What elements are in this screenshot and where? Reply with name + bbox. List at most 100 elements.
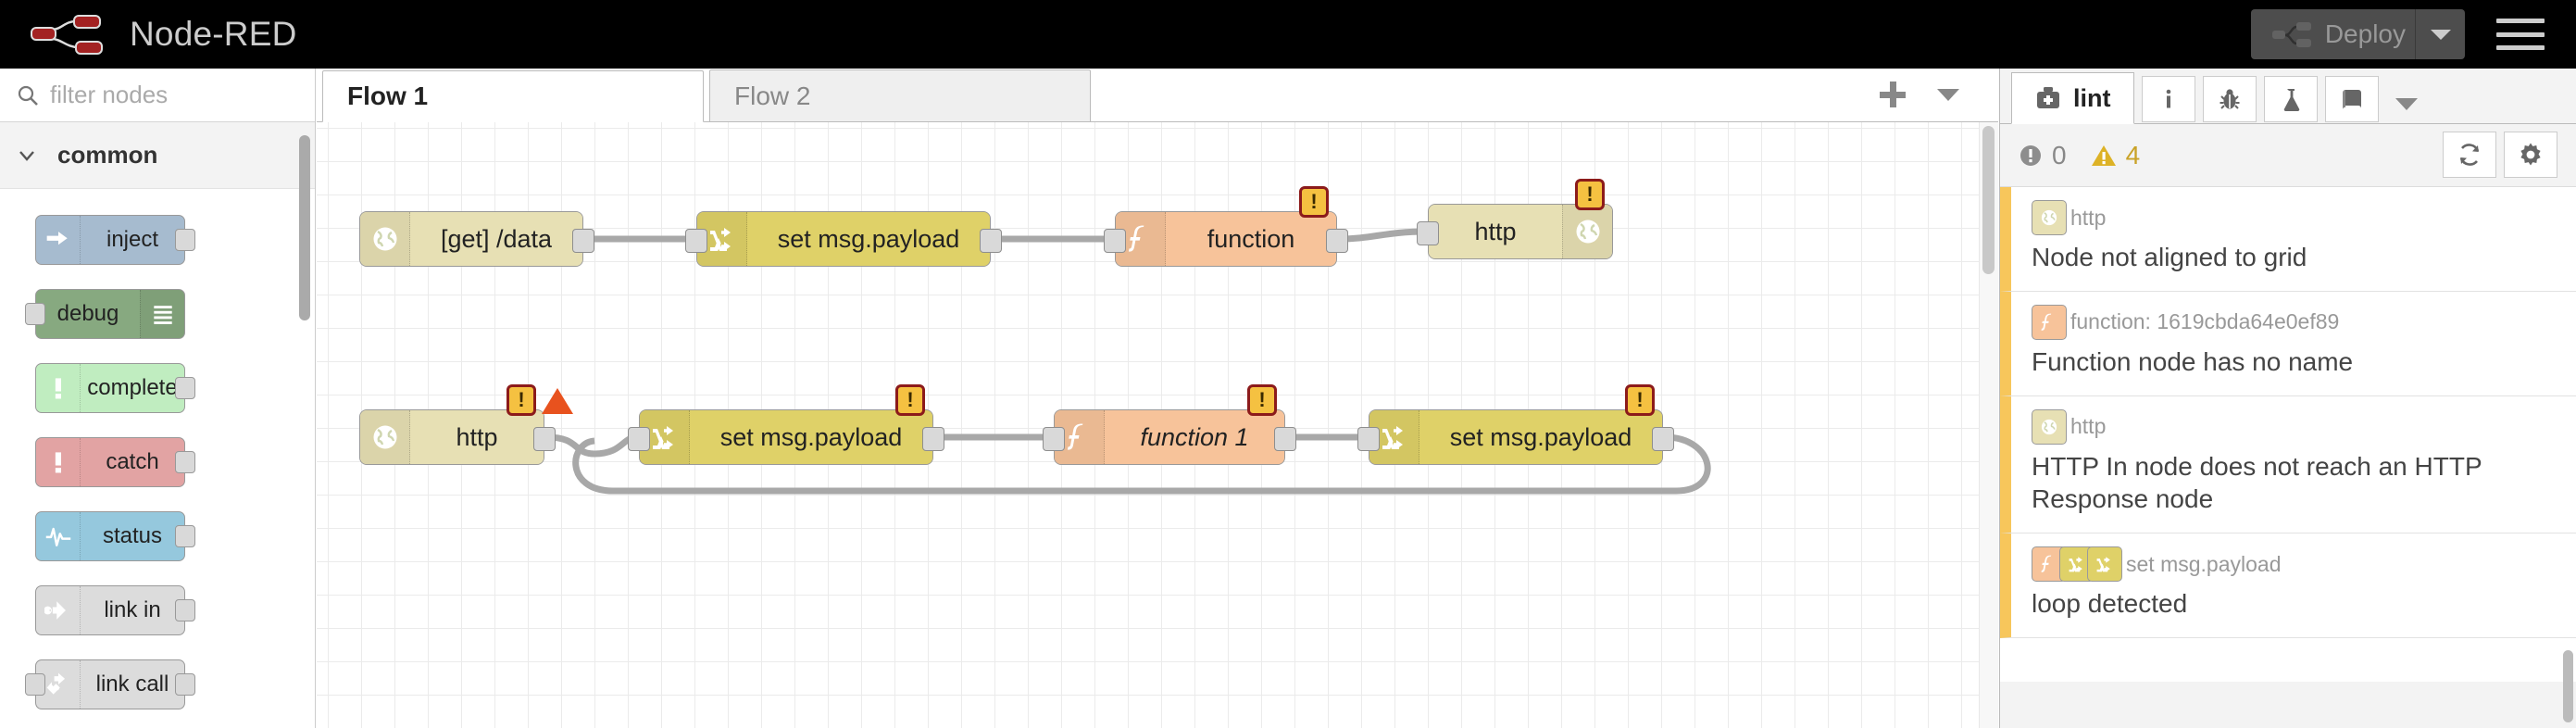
flow-node-n1[interactable]: [get] /data <box>359 211 594 267</box>
flow-node-output-port[interactable] <box>1326 229 1348 253</box>
palette-node-debug[interactable]: debug <box>0 278 315 352</box>
node-warning-badge[interactable]: ! <box>895 384 925 416</box>
flow-node-input-port[interactable] <box>685 229 707 253</box>
exclamation-icon <box>55 452 61 473</box>
palette-node-input-port[interactable] <box>25 303 45 325</box>
canvas-vertical-scrollbar[interactable] <box>1982 126 1995 274</box>
flow-node-output-port[interactable] <box>572 229 594 253</box>
filter-nodes-input[interactable]: filter nodes <box>50 81 169 108</box>
deploy-options-button[interactable] <box>2415 9 2465 59</box>
palette-category-label: common <box>57 141 158 169</box>
palette-node-body[interactable]: status <box>35 511 185 561</box>
palette-node-output-port[interactable] <box>175 599 195 621</box>
flow-node-body: set msg.payload <box>640 410 932 464</box>
flow-node-output-port[interactable] <box>533 427 556 451</box>
palette-scrollbar[interactable] <box>299 135 310 320</box>
node-warning-badge[interactable]: ! <box>506 384 536 416</box>
flow-node-output-port[interactable] <box>980 229 1002 253</box>
flow-node-output-port[interactable] <box>922 427 944 451</box>
flow-node-icon <box>360 410 410 464</box>
hamburger-menu-icon <box>2496 31 2545 37</box>
flow-node-n6[interactable]: set msg.payload! <box>628 384 944 465</box>
flow-node-input-port[interactable] <box>1357 427 1380 451</box>
node-warning-badge[interactable]: ! <box>1575 179 1605 210</box>
flow-node-n4[interactable]: http! <box>1417 179 1613 259</box>
flow-node-n2[interactable]: set msg.payload <box>685 211 1002 267</box>
shuffle-icon <box>2096 557 2110 572</box>
palette-category-common[interactable]: common <box>0 122 315 189</box>
palette-node-icon <box>36 438 81 486</box>
flow-node-n5[interactable]: http! <box>359 384 573 465</box>
lint-item-node-chips <box>2032 304 2067 340</box>
lint-refresh-button[interactable] <box>2443 132 2496 178</box>
palette-node-icon <box>36 364 81 412</box>
palette-node-body[interactable]: debug <box>35 289 185 339</box>
palette-node-catch[interactable]: catch <box>0 426 315 500</box>
sidebar-tab-lint[interactable]: lint <box>2011 72 2134 124</box>
flow-node-input-port[interactable] <box>1104 229 1126 253</box>
palette-search-row[interactable]: filter nodes <box>0 69 315 122</box>
flow-node-n3[interactable]: function! <box>1104 186 1348 267</box>
palette-node-link-call[interactable]: link call <box>0 648 315 722</box>
add-flow-button[interactable] <box>1880 82 1906 107</box>
main-menu-button[interactable] <box>2493 13 2548 56</box>
sidebar-button-context[interactable] <box>2263 76 2318 122</box>
inject-arrow-icon <box>46 232 68 245</box>
sidebar-button-help[interactable] <box>2324 76 2379 122</box>
palette-node-output-port[interactable] <box>175 377 195 399</box>
flow-node-body: http <box>360 410 544 464</box>
flow-tab-2[interactable]: Flow 2 <box>709 69 1091 121</box>
globe-icon <box>1576 220 1599 244</box>
flow-node-output-port[interactable] <box>1652 427 1674 451</box>
flow-node-input-port[interactable] <box>1417 221 1439 245</box>
warning-triangle-icon <box>2091 144 2116 166</box>
node-warning-badge[interactable]: ! <box>1625 384 1655 416</box>
palette-node-complete[interactable]: complete <box>0 352 315 426</box>
palette-node-output-port[interactable] <box>175 673 195 696</box>
sidebar-button-debug[interactable] <box>2202 76 2257 122</box>
palette-node-body[interactable]: link call <box>35 659 185 709</box>
lint-settings-button[interactable] <box>2504 132 2557 178</box>
node-warning-badge[interactable]: ! <box>1247 384 1277 416</box>
flow-tab-bar: Flow 1 Flow 2 <box>317 69 1998 122</box>
canvas-scroll-track[interactable] <box>1979 122 1998 728</box>
shuffle-icon <box>709 228 731 251</box>
flow-canvas[interactable]: [get] /data set msg.payload function! http!… <box>317 122 1998 728</box>
sidebar-button-info[interactable] <box>2141 76 2195 122</box>
palette-node-body[interactable]: catch <box>35 437 185 487</box>
lint-item-node-chips <box>2032 200 2067 235</box>
palette-node-link-in[interactable]: link in <box>0 574 315 648</box>
palette-node-output-port[interactable] <box>175 229 195 251</box>
palette-node-body[interactable]: inject <box>35 215 185 265</box>
flow-node-n7[interactable]: function 1! <box>1043 384 1296 465</box>
palette-node-output-port[interactable] <box>175 451 195 473</box>
palette-node-body[interactable]: link in <box>35 585 185 635</box>
palette-node-input-port[interactable] <box>25 673 45 696</box>
lint-item-header: http <box>2032 200 2556 235</box>
warning-exclamation-icon: ! <box>907 388 914 411</box>
flow-node-input-port[interactable] <box>628 427 650 451</box>
palette-node-icon <box>36 512 81 560</box>
lint-scrollbar[interactable] <box>2563 650 2573 722</box>
flow-node-label: http <box>456 422 498 451</box>
palette-node-inject[interactable]: inject <box>0 204 315 278</box>
flow-list-menu-button[interactable] <box>1937 88 1959 101</box>
palette-node-output-port[interactable] <box>175 525 195 547</box>
palette-node-body[interactable]: complete <box>35 363 185 413</box>
lint-item-message: Function node has no name <box>2032 346 2354 376</box>
flow-node-output-port[interactable] <box>1274 427 1296 451</box>
flow-node-n8[interactable]: set msg.payload! <box>1357 384 1674 465</box>
deploy-button[interactable]: Deploy <box>2250 9 2415 59</box>
flow-node-input-port[interactable] <box>1043 427 1065 451</box>
palette-node-status[interactable]: status <box>0 500 315 574</box>
flow-tab-1[interactable]: Flow 1 <box>322 70 704 122</box>
flow-node-body: set msg.payload <box>1369 410 1662 464</box>
lint-action-buttons <box>2435 132 2557 179</box>
node-warning-badge[interactable]: ! <box>1299 186 1329 218</box>
lint-item-node-chips <box>2032 546 2122 583</box>
sidebar-more-button[interactable] <box>2395 98 2418 110</box>
